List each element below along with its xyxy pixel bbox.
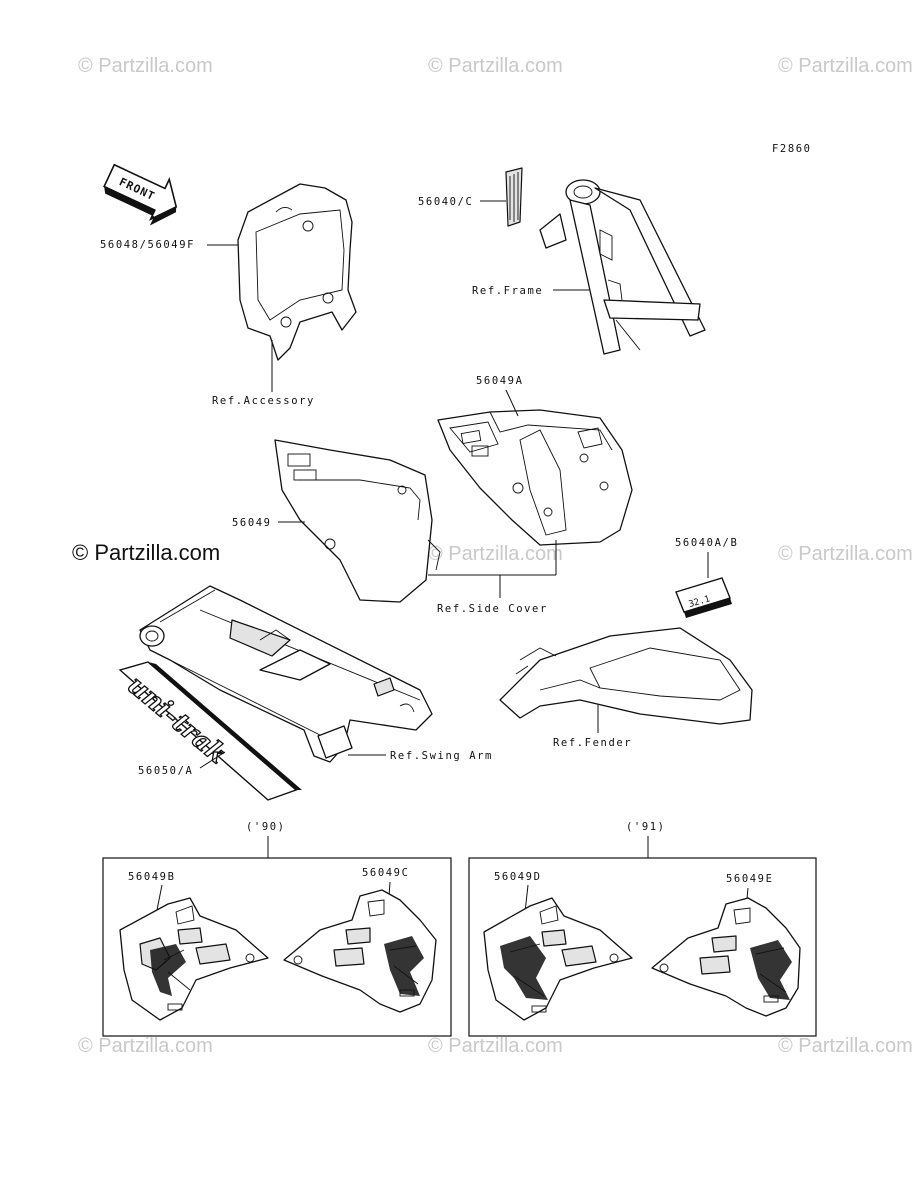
watermark-layer: © Partzilla.com © Partzilla.com © Partzi…: [72, 55, 913, 1057]
label-56048-56049f: 56048/56049F: [100, 239, 195, 251]
front-arrow-icon: FRONT: [103, 163, 178, 226]
swing-arm-part: [139, 585, 433, 763]
watermark-bottom-left: © Partzilla.com: [78, 1035, 213, 1057]
label-year-91: ('91): [626, 821, 666, 833]
label-56040ab: 56040A/B: [675, 537, 738, 549]
watermark-top-right: © Partzilla.com: [778, 55, 913, 77]
shroud-graphic-56049b: [119, 897, 269, 1021]
watermark-bottom-center: © Partzilla.com: [428, 1035, 563, 1057]
label-56049e: 56049E: [726, 873, 774, 885]
label-56049d: 56049D: [494, 871, 542, 883]
label-ref-accessory: Ref.Accessory: [212, 395, 315, 407]
watermark-mid-right: © Partzilla.com: [778, 543, 913, 565]
number-plate-part: [237, 183, 357, 361]
label-56049b: 56049B: [128, 871, 176, 883]
watermark-mid-left: © Partzilla.com: [72, 540, 220, 565]
label-56049c: 56049C: [362, 867, 410, 879]
side-cover-right-part: [437, 409, 633, 546]
label-ref-side-cover: Ref.Side Cover: [437, 603, 548, 615]
side-cover-left-part: [274, 439, 441, 603]
leader-56049a: [505, 389, 519, 417]
fender-part: [499, 627, 753, 725]
label-ref-fender: Ref.Fender: [553, 737, 632, 749]
shroud-graphic-56049d: [483, 897, 633, 1021]
tag-decal-part: 32.1: [675, 577, 732, 618]
label-ref-frame: Ref.Frame: [472, 285, 543, 297]
watermark-bottom-right: © Partzilla.com: [778, 1035, 913, 1057]
watermark-top-center: © Partzilla.com: [428, 55, 563, 77]
shroud-graphic-56049c: [283, 889, 437, 1013]
side-cover-bracket: [428, 540, 557, 598]
label-year-90: ('90): [246, 821, 286, 833]
box-1990-graphics: [102, 857, 452, 1037]
watermark-mid-center: © Partzilla.com: [428, 543, 563, 565]
shroud-graphic-56049e: [651, 897, 801, 1017]
label-56049a: 56049A: [476, 375, 524, 387]
label-56040c: 56040/C: [418, 196, 473, 208]
frame-part: [505, 167, 706, 355]
label-56050a: 56050/A: [138, 765, 193, 777]
watermark-top-left: © Partzilla.com: [78, 55, 213, 77]
label-56049: 56049: [232, 517, 272, 529]
leader-56050a: [199, 751, 226, 769]
box-1991-graphics: [468, 857, 817, 1037]
label-ref-swing-arm: Ref.Swing Arm: [390, 750, 493, 762]
figure-code: F2860: [772, 143, 812, 155]
